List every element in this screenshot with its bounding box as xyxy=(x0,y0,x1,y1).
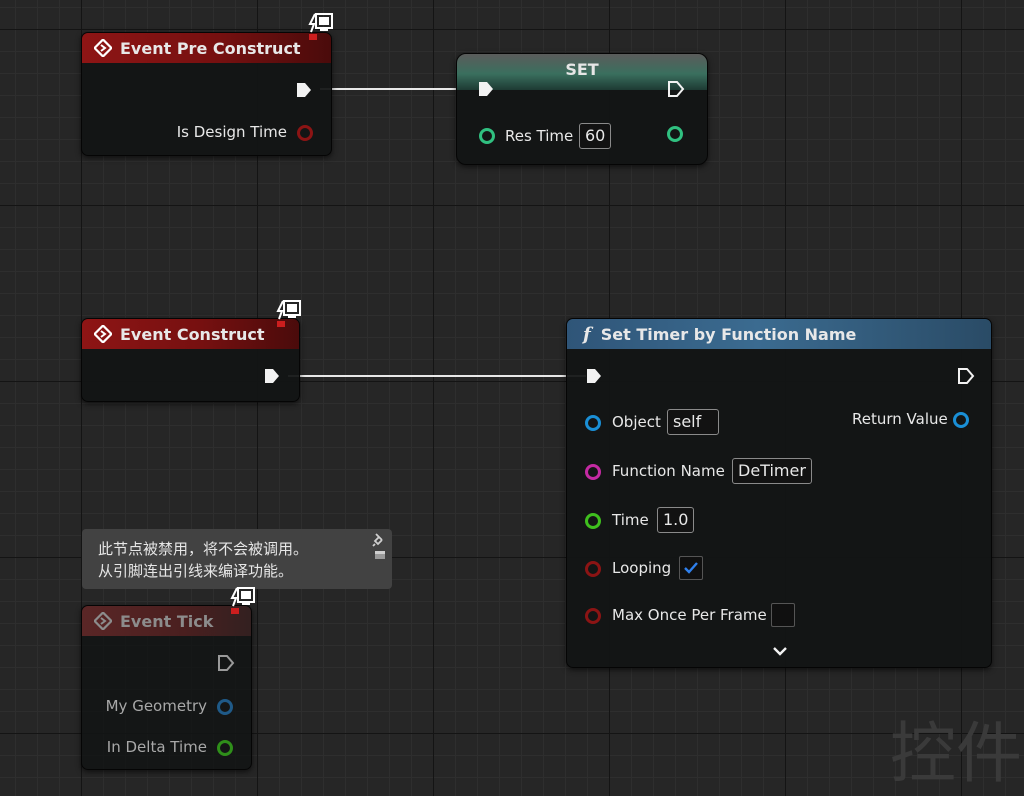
return-value-label: Return Value xyxy=(852,410,948,428)
client-server-icon xyxy=(276,300,301,327)
object-pin[interactable] xyxy=(585,415,601,431)
looping-pin[interactable] xyxy=(585,561,601,577)
time-input[interactable]: 1.0 xyxy=(657,507,695,533)
object-label: Object xyxy=(612,413,661,431)
exec-in-pin[interactable] xyxy=(585,367,603,385)
event-construct-node[interactable]: Event Construct xyxy=(81,318,300,402)
chevron-down-icon[interactable] xyxy=(771,644,789,658)
in-delta-time-pin[interactable] xyxy=(217,740,233,756)
max-once-per-frame-checkbox[interactable] xyxy=(771,603,795,627)
res-time-label: Res Time xyxy=(505,127,574,145)
exec-out-pin[interactable] xyxy=(667,80,685,98)
node-title: Event Construct xyxy=(120,324,265,344)
function-name-pin[interactable] xyxy=(585,464,601,480)
exec-out-pin[interactable] xyxy=(957,367,975,385)
set-variable-node[interactable]: SET Res Time 60 xyxy=(456,53,708,165)
graph-watermark: 控件 xyxy=(890,715,1022,792)
node-header[interactable]: Event Construct xyxy=(82,319,299,349)
looping-checkbox[interactable] xyxy=(679,556,703,580)
res-time-out-pin[interactable] xyxy=(667,126,683,142)
object-input[interactable]: self xyxy=(667,409,719,435)
node-title: Event Tick xyxy=(120,611,214,631)
time-label: Time xyxy=(612,511,649,529)
max-once-per-frame-pin[interactable] xyxy=(585,608,601,624)
disabled-node-tooltip: 此节点被禁用，将不会被调用。 从引脚连出引线来编译功能。 xyxy=(82,529,392,589)
pin-icon[interactable] xyxy=(372,533,386,547)
node-header[interactable]: f Set Timer by Function Name xyxy=(567,319,991,349)
exec-out-pin[interactable] xyxy=(217,654,235,672)
node-title: Set Timer by Function Name xyxy=(600,324,857,344)
checkmark-icon xyxy=(684,562,698,574)
node-header[interactable]: SET xyxy=(457,54,707,90)
client-server-icon xyxy=(230,587,255,614)
node-title: SET xyxy=(565,59,599,79)
max-once-per-frame-label: Max Once Per Frame xyxy=(612,606,767,624)
function-name-label: Function Name xyxy=(612,462,725,480)
is-design-time-pin[interactable] xyxy=(297,125,313,141)
looping-label: Looping xyxy=(612,559,672,577)
time-pin[interactable] xyxy=(585,513,601,529)
event-tick-node[interactable]: Event Tick My Geometry In Delta Time xyxy=(81,605,252,770)
exec-out-pin[interactable] xyxy=(263,367,281,385)
event-diamond-icon xyxy=(94,39,112,57)
my-geometry-pin[interactable] xyxy=(217,699,233,715)
function-icon: f xyxy=(583,323,591,345)
res-time-input[interactable]: 60 xyxy=(579,123,612,149)
node-header[interactable]: Event Pre Construct xyxy=(82,33,331,63)
my-geometry-label: My Geometry xyxy=(105,697,207,715)
exec-in-pin[interactable] xyxy=(477,80,495,98)
client-server-icon xyxy=(308,13,333,40)
in-delta-time-label: In Delta Time xyxy=(106,738,207,756)
event-diamond-icon xyxy=(94,325,112,343)
node-title: Event Pre Construct xyxy=(120,38,301,58)
tooltip-line-1: 此节点被禁用，将不会被调用。 xyxy=(98,540,309,558)
event-pre-construct-node[interactable]: Event Pre Construct Is Design Time xyxy=(81,32,332,156)
event-diamond-icon xyxy=(94,612,112,630)
tooltip-line-2: 从引脚连出引线来编译功能。 xyxy=(98,562,294,580)
is-design-time-label: Is Design Time xyxy=(176,123,287,141)
res-time-in-pin[interactable] xyxy=(479,128,495,144)
exec-wire-construct-settimer[interactable] xyxy=(288,375,586,377)
exec-out-pin[interactable] xyxy=(295,81,313,99)
dock-icon[interactable] xyxy=(374,549,386,561)
return-value-pin[interactable] xyxy=(953,412,969,428)
set-timer-by-function-name-node[interactable]: f Set Timer by Function Name Object self… xyxy=(566,318,992,668)
exec-wire-preconstruct-set[interactable] xyxy=(320,88,478,90)
function-name-input[interactable]: DeTimer xyxy=(732,458,812,484)
node-header[interactable]: Event Tick xyxy=(82,606,251,636)
